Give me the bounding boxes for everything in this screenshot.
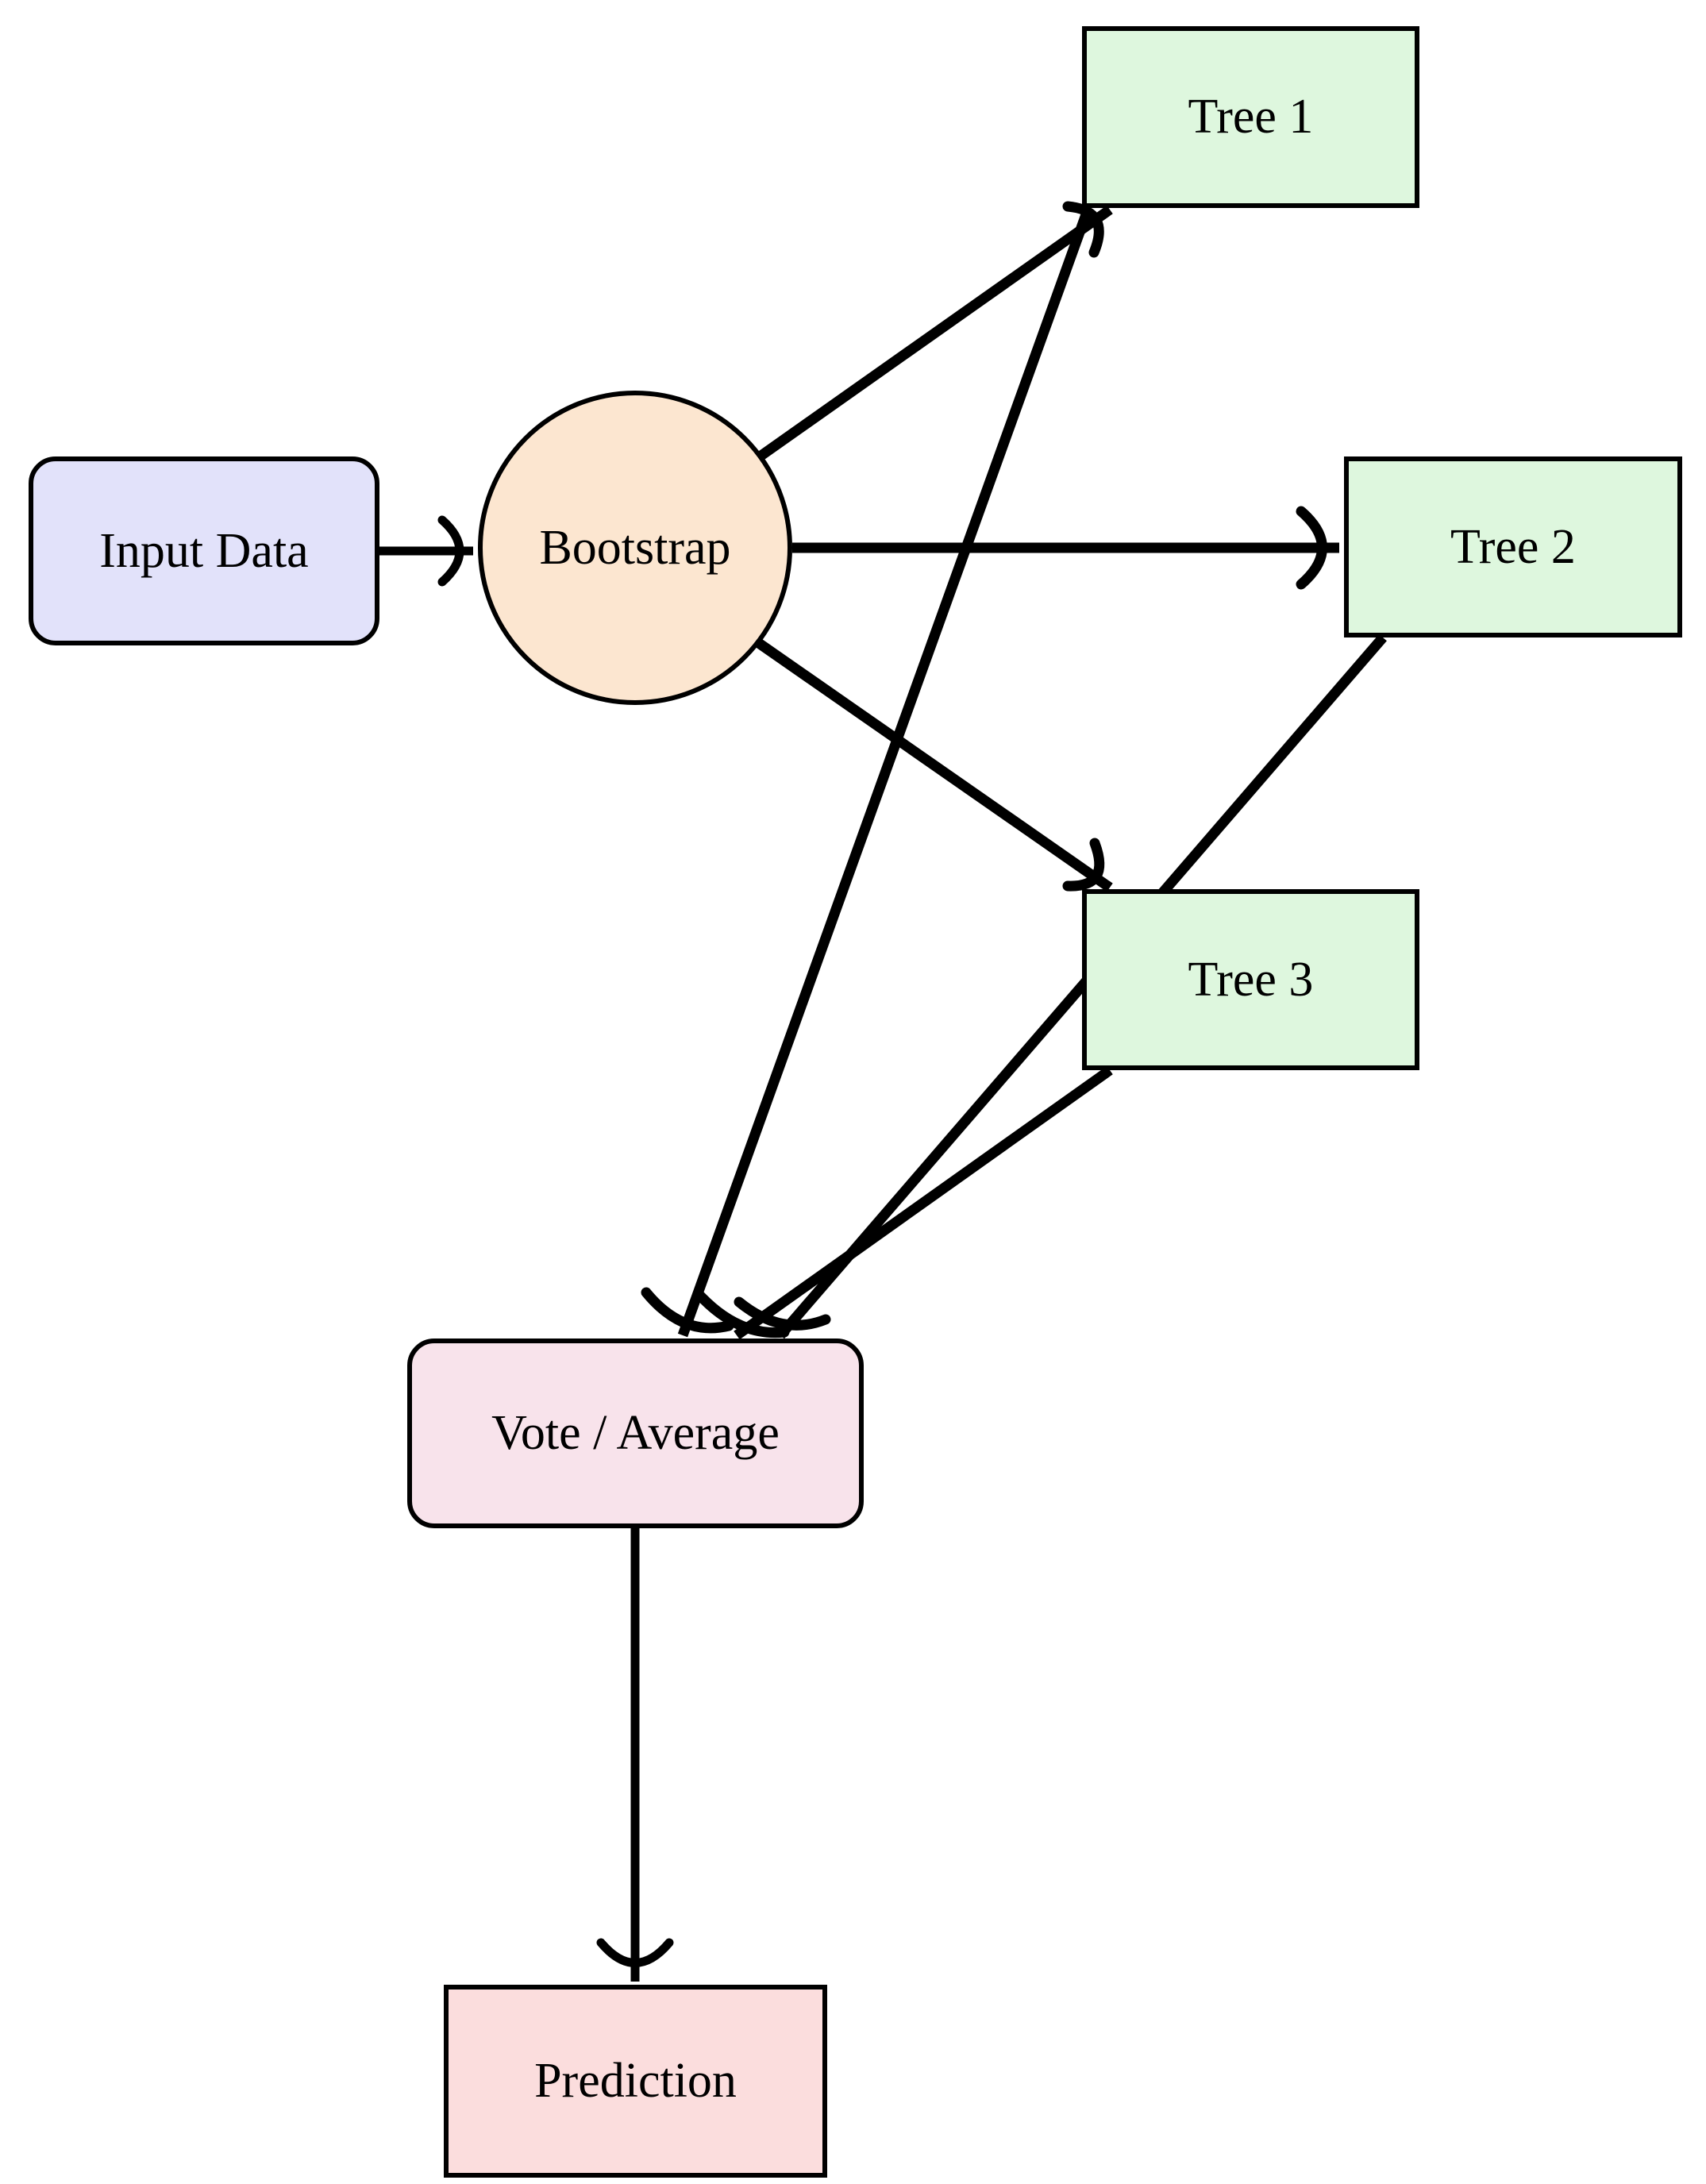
- arrowhead-vote-prediction: [596, 1938, 674, 1967]
- arrowhead-tree3-vote: [693, 1288, 790, 1339]
- node-tree-2-label: Tree 2: [1450, 519, 1576, 574]
- node-prediction[interactable]: Prediction: [444, 1985, 827, 2178]
- edge-tree3-to-vote: [693, 1065, 1113, 1340]
- node-prediction-label: Prediction: [534, 2054, 737, 2109]
- edge-input-to-bootstrap: [379, 515, 473, 587]
- arrowhead-tree1-vote: [641, 1287, 734, 1334]
- node-tree-1[interactable]: Tree 1: [1082, 26, 1419, 208]
- node-tree-1-label: Tree 1: [1188, 90, 1314, 144]
- node-tree-3[interactable]: Tree 3: [1082, 889, 1419, 1070]
- edge-bootstrap-to-tree1: [753, 201, 1113, 464]
- arrowhead-input-bootstrap: [437, 515, 464, 587]
- edge-tree1-to-vote: [641, 206, 1094, 1338]
- arrowhead-bootstrap-tree1: [1062, 201, 1104, 258]
- edge-bootstrap-to-tree3: [751, 635, 1113, 892]
- edge-vote-to-prediction: [596, 1528, 674, 1982]
- arrowhead-bootstrap-tree3: [1062, 838, 1105, 892]
- node-vote-average-label: Vote / Average: [491, 1406, 780, 1461]
- node-tree-2[interactable]: Tree 2: [1344, 456, 1682, 637]
- node-vote-average[interactable]: Vote / Average: [407, 1339, 864, 1528]
- node-bootstrap-label: Bootstrap: [539, 520, 731, 575]
- arrowhead-bootstrap-tree2: [1296, 506, 1327, 590]
- arrowhead-tree2-vote: [734, 1296, 831, 1331]
- edge-bootstrap-to-tree2: [792, 506, 1339, 590]
- node-input-data-label: Input Data: [99, 523, 309, 578]
- node-input-data[interactable]: Input Data: [29, 456, 379, 645]
- node-bootstrap[interactable]: Bootstrap: [478, 391, 792, 705]
- node-tree-3-label: Tree 3: [1188, 952, 1314, 1007]
